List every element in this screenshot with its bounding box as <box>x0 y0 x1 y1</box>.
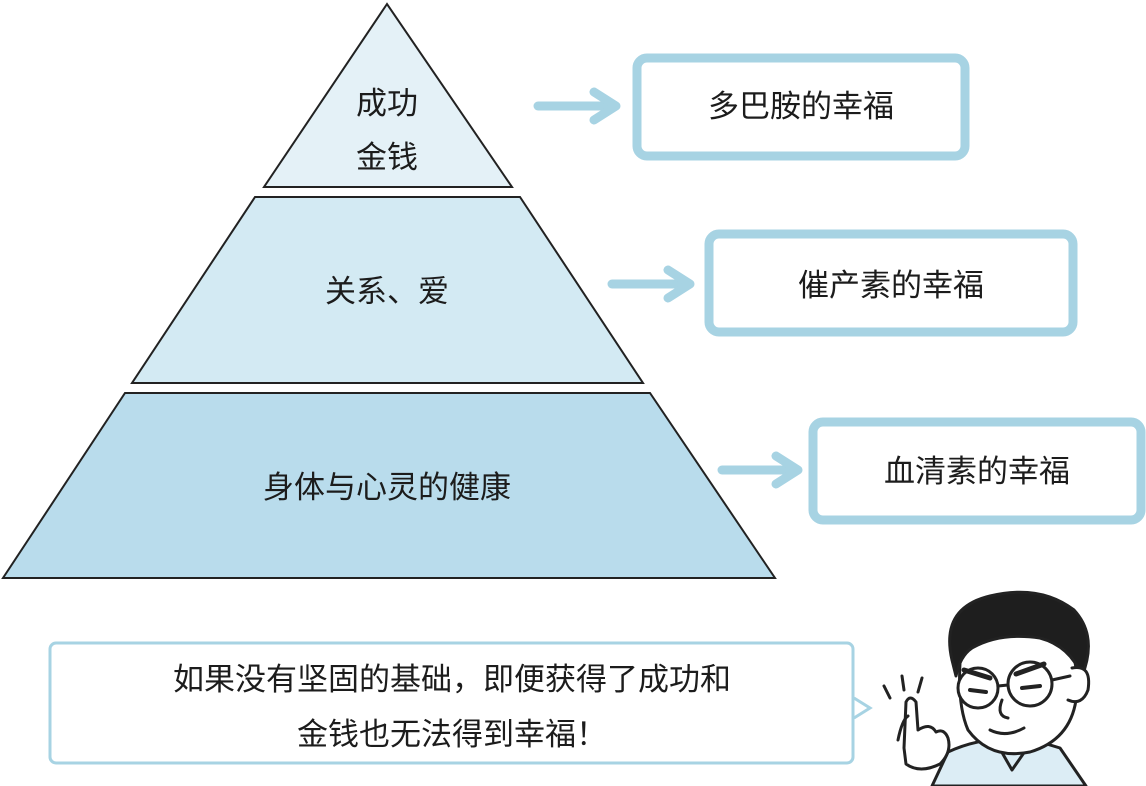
raised-finger <box>902 696 951 771</box>
tier-middle-label: 关系、爱 <box>325 274 449 310</box>
pyramid-tier-top <box>262 2 514 188</box>
serotonin-label: 血清素的幸福 <box>884 454 1070 490</box>
tier-top-line-1: 成功 <box>356 86 418 122</box>
speech-bubble-pointer <box>853 696 873 720</box>
tier-bottom-label: 身体与心灵的健康 <box>263 470 511 506</box>
pyramid-tier-middle <box>130 196 645 384</box>
arrow-to-dopamine <box>533 87 621 125</box>
speech-bubble-box <box>48 641 855 765</box>
pyramid: 成功 金钱 关系、爱 身体与心灵的健康 <box>1 2 777 579</box>
serotonin-box <box>808 417 1146 525</box>
oxytocin-label: 催产素的幸福 <box>798 268 984 304</box>
pyramid-tier-bottom <box>1 392 777 579</box>
tier-top-line-2: 金钱 <box>356 140 418 176</box>
message-line-1: 如果没有坚固的基础，即便获得了成功和 <box>173 662 731 698</box>
oxytocin-box <box>704 229 1078 337</box>
speech-bubble: 如果没有坚固的基础，即便获得了成功和 金钱也无法得到幸福！ <box>48 641 873 765</box>
arrow-to-oxytocin <box>607 265 695 303</box>
dopamine-label: 多巴胺的幸福 <box>708 89 894 125</box>
arrow-to-serotonin <box>717 451 803 489</box>
arrows <box>533 87 803 489</box>
hormone-boxes: 多巴胺的幸福 催产素的幸福 血清素的幸福 <box>632 53 1146 525</box>
dopamine-box <box>632 53 970 161</box>
man-illustration <box>882 590 1091 786</box>
message-line-2: 金钱也无法得到幸福！ <box>297 717 607 753</box>
